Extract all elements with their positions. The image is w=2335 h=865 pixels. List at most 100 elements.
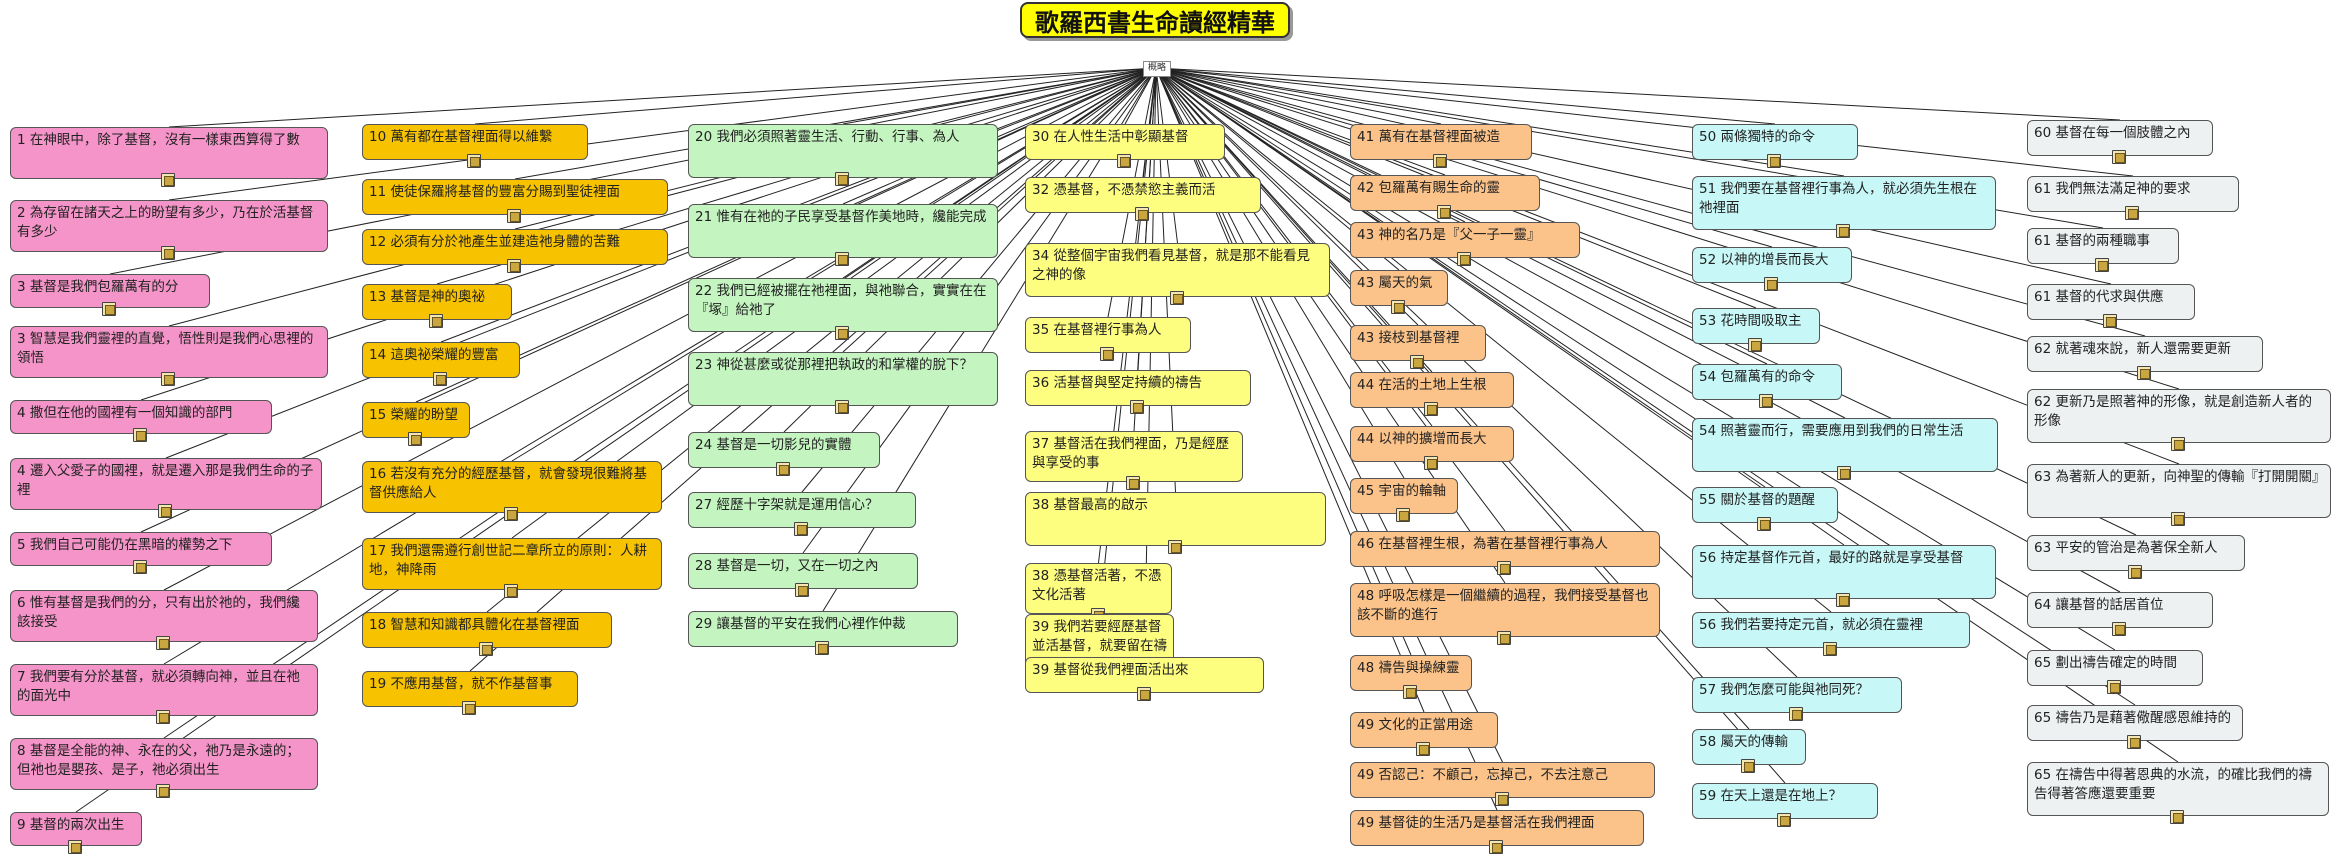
note-icon[interactable] — [1136, 687, 1151, 701]
topic-node[interactable]: 61 基督的兩種職事 — [2027, 228, 2179, 272]
note-icon[interactable] — [2112, 622, 2126, 636]
note-icon[interactable] — [1741, 759, 1755, 773]
note-icon[interactable] — [1457, 252, 1471, 266]
topic-node[interactable]: 3 基督是我們包羅萬有的分 — [10, 274, 210, 316]
note-icon[interactable] — [2107, 680, 2121, 694]
topic-node[interactable]: 21 惟有在祂的子民享受基督作美地時，纔能完成 — [688, 204, 998, 266]
topic-node[interactable]: 38 憑基督活著，不憑文化活著 — [1025, 563, 1172, 622]
note-icon[interactable] — [1823, 642, 1837, 656]
topic-node[interactable]: 61 基督的代求與供應 — [2027, 284, 2195, 328]
topic-node[interactable]: 65 劃出禱告確定的時間 — [2027, 650, 2203, 694]
topic-node[interactable]: 22 我們已經被擺在祂裡面，與祂聯合，實實在在『塚』給祂了 — [688, 278, 998, 340]
topic-node[interactable]: 51 我們要在基督裡行事為人，就必須先生根在祂裡面 — [1692, 176, 1996, 238]
topic-node[interactable]: 50 兩條獨特的命令 — [1692, 124, 1858, 168]
note-icon[interactable] — [1497, 631, 1511, 645]
note-icon[interactable] — [156, 710, 170, 724]
note-icon[interactable] — [1837, 466, 1851, 480]
topic-node[interactable]: 28 基督是一切，又在一切之內 — [688, 553, 918, 597]
topic-node[interactable]: 42 包羅萬有賜生命的靈 — [1350, 175, 1540, 219]
note-icon[interactable] — [161, 372, 175, 386]
topic-node[interactable]: 16 若沒有充分的經歷基督，就會發現很難將基督供應給人 — [362, 461, 662, 521]
topic-node[interactable]: 11 使徒保羅將基督的豐富分賜到聖徒裡面 — [362, 179, 668, 223]
note-icon[interactable] — [1396, 508, 1410, 522]
note-icon[interactable] — [2171, 512, 2185, 526]
topic-node[interactable]: 39 基督從我們裡面活出來 — [1025, 657, 1264, 701]
note-icon[interactable] — [1100, 347, 1114, 361]
topic-node[interactable]: 2 為存留在諸天之上的盼望有多少，乃在於活基督有多少 — [10, 200, 328, 260]
topic-node[interactable]: 62 更新乃是照著神的形像，就是創造新人者的形像 — [2027, 389, 2331, 451]
note-icon[interactable] — [161, 246, 175, 260]
note-icon[interactable] — [1836, 593, 1850, 607]
note-icon[interactable] — [133, 428, 147, 442]
topic-node[interactable]: 62 就著魂來說，新人還需要更新 — [2027, 336, 2263, 380]
topic-node[interactable]: 37 基督活在我們裡面，乃是經歷與享受的事 — [1025, 431, 1243, 490]
topic-node[interactable]: 4 撒但在他的國裡有一個知識的部門 — [10, 400, 272, 442]
note-icon[interactable] — [462, 701, 476, 715]
topic-node[interactable]: 60 基督在每一個肢體之內 — [2027, 120, 2213, 164]
note-icon[interactable] — [1424, 402, 1438, 416]
topic-node[interactable]: 20 我們必須照著靈生活、行動、行事、為人 — [688, 124, 998, 186]
topic-node[interactable]: 44 以神的擴增而長大 — [1350, 426, 1514, 470]
topic-node[interactable]: 64 讓基督的話居首位 — [2027, 592, 2213, 636]
topic-node[interactable]: 58 屬天的傳輸 — [1692, 729, 1806, 773]
topic-node[interactable]: 43 屬天的氣 — [1350, 270, 1448, 314]
topic-node[interactable]: 8 基督是全能的神、永在的父，祂乃是永遠的；但祂也是嬰孩、是子，祂必須出生 — [10, 738, 318, 798]
note-icon[interactable] — [1494, 792, 1509, 806]
note-icon[interactable] — [2127, 735, 2141, 749]
note-icon[interactable] — [408, 432, 422, 446]
note-icon[interactable] — [1130, 400, 1144, 414]
note-icon[interactable] — [467, 154, 481, 168]
note-icon[interactable] — [794, 522, 808, 536]
note-icon[interactable] — [1403, 685, 1417, 699]
topic-node[interactable]: 7 我們要有分於基督，就必須轉向神，並且在祂的面光中 — [10, 664, 318, 724]
topic-node[interactable]: 48 禱告與操練靈 — [1350, 655, 1472, 699]
note-icon[interactable] — [1433, 154, 1447, 168]
topic-node[interactable]: 10 萬有都在基督裡面得以維繫 — [362, 124, 588, 168]
topic-node[interactable]: 29 讓基督的平安在我們心裡作仲裁 — [688, 611, 958, 655]
note-icon[interactable] — [1836, 224, 1850, 238]
note-icon[interactable] — [1759, 394, 1773, 408]
topic-node[interactable]: 5 我們自己可能仍在黑暗的權勢之下 — [10, 532, 272, 574]
topic-node[interactable]: 9 基督的兩次出生 — [10, 812, 142, 854]
topic-node[interactable]: 55 關於基督的題醒 — [1692, 487, 1838, 531]
topic-node[interactable]: 35 在基督裡行事為人 — [1025, 317, 1191, 361]
note-icon[interactable] — [504, 584, 518, 598]
topic-node[interactable]: 56 我們若要持定元首，就必須在靈裡 — [1692, 612, 1970, 656]
note-icon[interactable] — [1764, 277, 1778, 291]
topic-node[interactable]: 19 不應用基督，就不作基督事 — [362, 671, 578, 715]
note-icon[interactable] — [1424, 456, 1438, 470]
note-icon[interactable] — [1789, 707, 1803, 721]
note-icon[interactable] — [507, 209, 521, 223]
topic-node[interactable]: 45 宇宙的輪軸 — [1350, 478, 1458, 522]
topic-node[interactable]: 44 在活的土地上生根 — [1350, 372, 1514, 416]
note-icon[interactable] — [158, 504, 172, 518]
note-icon[interactable] — [1748, 338, 1762, 352]
note-icon[interactable] — [776, 462, 790, 476]
topic-node[interactable]: 52 以神的增長而長大 — [1692, 247, 1852, 291]
topic-node[interactable]: 57 我們怎麼可能與祂同死？ — [1692, 677, 1902, 721]
topic-node[interactable]: 63 平安的管治是為著保全新人 — [2027, 535, 2245, 579]
note-icon[interactable] — [1391, 300, 1405, 314]
topic-node[interactable]: 54 包羅萬有的命令 — [1692, 364, 1842, 408]
note-icon[interactable] — [2125, 206, 2139, 220]
note-icon[interactable] — [429, 314, 443, 328]
topic-node[interactable]: 53 花時間吸取主 — [1692, 308, 1820, 352]
topic-node[interactable]: 59 在天上還是在地上？ — [1692, 783, 1878, 827]
topic-node[interactable]: 32 憑基督，不憑禁慾主義而活 — [1025, 177, 1261, 221]
topic-node[interactable]: 63 為著新人的更新，向神聖的傳輸『打開開關』 — [2027, 464, 2331, 526]
note-icon[interactable] — [1416, 742, 1430, 756]
note-icon[interactable] — [156, 784, 170, 798]
note-icon[interactable] — [795, 583, 809, 597]
topic-node[interactable]: 6 惟有基督是我們的分，只有出於祂的，我們纔該接受 — [10, 590, 318, 650]
note-icon[interactable] — [1410, 355, 1424, 369]
note-icon[interactable] — [2170, 810, 2184, 824]
note-icon[interactable] — [835, 400, 849, 414]
note-icon[interactable] — [2112, 150, 2126, 164]
note-icon[interactable] — [1169, 291, 1184, 305]
topic-node[interactable]: 1 在神眼中，除了基督，沒有一樣東西算得了數 — [10, 127, 328, 187]
topic-node[interactable]: 49 文化的正當用途 — [1350, 712, 1498, 756]
topic-node[interactable]: 49 基督徒的生活乃是基督活在我們裡面 — [1350, 810, 1644, 854]
note-icon[interactable] — [1437, 205, 1451, 219]
note-icon[interactable] — [1167, 540, 1182, 554]
note-icon[interactable] — [2095, 258, 2109, 272]
